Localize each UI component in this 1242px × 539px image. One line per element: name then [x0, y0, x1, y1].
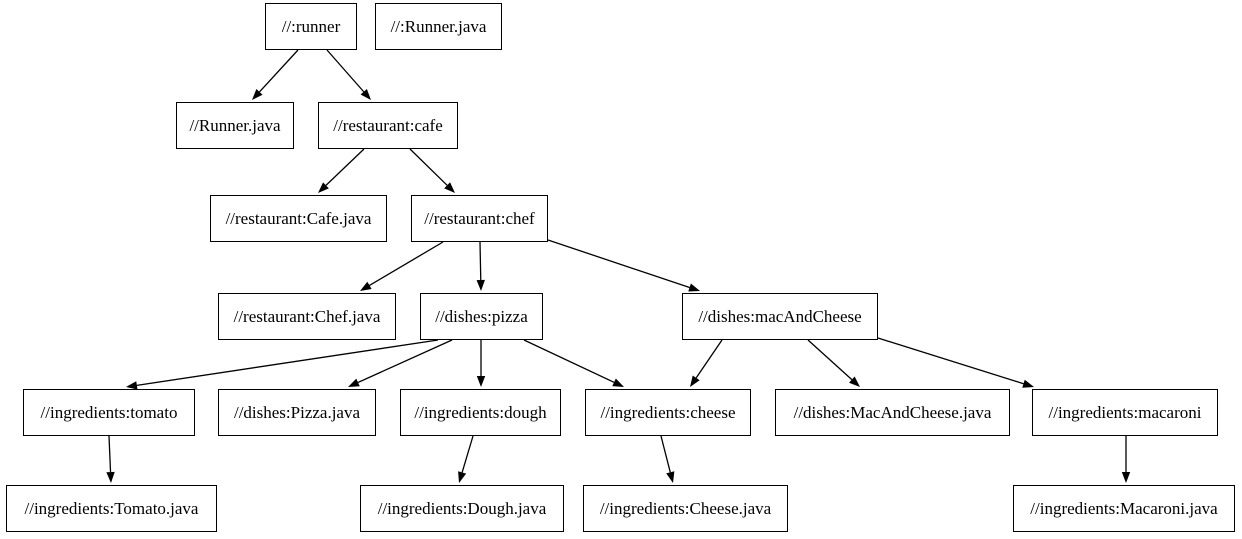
graph-node-runner_target[interactable]: //:runner: [265, 3, 357, 50]
graph-node-label: //:runner: [281, 17, 341, 36]
graph-edge-dishes_pizza-to-ingredients_dough: [476, 340, 486, 387]
graph-node-label: //dishes:Pizza.java: [233, 403, 361, 422]
graph-node-restaurant_chef[interactable]: //restaurant:chef: [411, 195, 548, 242]
graph-node-label: //restaurant:chef: [424, 209, 535, 228]
graph-node-label: //Runner.java: [189, 116, 281, 135]
graph-node-ingredients_tomato_java[interactable]: //ingredients:Tomato.java: [6, 485, 217, 532]
graph-edge-dishes_pizza-to-ingredients_tomato: [126, 339, 439, 390]
graph-node-dishes_macandcheese_java[interactable]: //dishes:MacAndCheese.java: [775, 389, 1010, 436]
graph-node-ingredients_macaroni_java[interactable]: //ingredients:Macaroni.java: [1013, 485, 1235, 532]
graph-edge-runner_target-to-restaurant_cafe: [326, 49, 371, 100]
graph-node-dishes_pizza[interactable]: //dishes:pizza: [420, 293, 543, 340]
graph-node-runner_java_root[interactable]: //:Runner.java: [375, 3, 502, 50]
graph-node-label: //ingredients:Tomato.java: [24, 499, 199, 518]
graph-node-label: //restaurant:Chef.java: [233, 307, 381, 326]
graph-edge-restaurant_chef-to-restaurant_chef_java: [360, 241, 444, 291]
graph-node-label: //ingredients:dough: [414, 403, 547, 422]
graph-node-runner_java[interactable]: //Runner.java: [176, 102, 294, 149]
graph-node-label: //restaurant:Cafe.java: [225, 209, 372, 228]
graph-node-ingredients_cheese[interactable]: //ingredients:cheese: [585, 389, 751, 436]
graph-node-label: //dishes:MacAndCheese.java: [793, 403, 992, 422]
graph-edge-ingredients_cheese-to-ingredients_cheese_java: [660, 435, 675, 483]
graph-node-ingredients_cheese_java[interactable]: //ingredients:Cheese.java: [583, 485, 788, 532]
graph-edge-dishes_pizza-to-dishes_pizza_java: [348, 339, 453, 387]
graph-node-label: //restaurant:cafe: [333, 116, 443, 135]
graph-node-label: //ingredients:cheese: [600, 403, 736, 422]
graph-node-label: //dishes:pizza: [435, 307, 528, 326]
graph-edge-restaurant_cafe-to-restaurant_chef: [409, 148, 455, 193]
graph-edge-restaurant_chef-to-dishes_macandcheese: [547, 239, 700, 292]
graph-node-label: //ingredients:macaroni: [1048, 403, 1202, 422]
graph-node-restaurant_cafe[interactable]: //restaurant:cafe: [318, 102, 458, 149]
graph-node-label: //:Runner.java: [390, 17, 487, 36]
graph-node-label: //ingredients:tomato: [40, 403, 178, 422]
graph-node-dishes_macandcheese[interactable]: //dishes:macAndCheese: [682, 293, 878, 340]
graph-edge-ingredients_tomato-to-ingredients_tomato_java: [106, 435, 115, 483]
graph-node-restaurant_cafe_java[interactable]: //restaurant:Cafe.java: [210, 195, 387, 242]
graph-edge-ingredients_macaroni-to-ingredients_macaroni_java: [1121, 436, 1131, 483]
graph-node-ingredients_tomato[interactable]: //ingredients:tomato: [23, 389, 195, 436]
graph-node-label: //dishes:macAndCheese: [698, 307, 862, 326]
graph-edge-restaurant_cafe-to-restaurant_cafe_java: [318, 148, 365, 193]
graph-node-label: //ingredients:Dough.java: [377, 499, 547, 518]
graph-node-restaurant_chef_java[interactable]: //restaurant:Chef.java: [218, 293, 396, 340]
graph-node-label: //ingredients:Macaroni.java: [1030, 499, 1218, 518]
graph-edge-dishes_pizza-to-ingredients_cheese: [523, 339, 624, 387]
graph-edge-restaurant_chef-to-dishes_pizza: [476, 241, 485, 291]
graph-edge-ingredients_dough-to-ingredients_dough_java: [458, 435, 474, 483]
graph-node-ingredients_dough_java[interactable]: //ingredients:Dough.java: [360, 485, 564, 532]
graph-node-ingredients_macaroni[interactable]: //ingredients:macaroni: [1032, 389, 1218, 436]
graph-edge-dishes_macandcheese-to-dishes_macandcheese_java: [807, 339, 860, 387]
graph-edge-dishes_macandcheese-to-ingredients_cheese: [690, 339, 723, 387]
graph-node-dishes_pizza_java[interactable]: //dishes:Pizza.java: [218, 389, 376, 436]
graph-edge-dishes_macandcheese-to-ingredients_macaroni: [877, 337, 1034, 388]
graph-node-ingredients_dough[interactable]: //ingredients:dough: [400, 389, 561, 436]
graph-node-label: //ingredients:Cheese.java: [599, 499, 772, 518]
graph-edge-runner_target-to-runner_java: [252, 49, 299, 100]
